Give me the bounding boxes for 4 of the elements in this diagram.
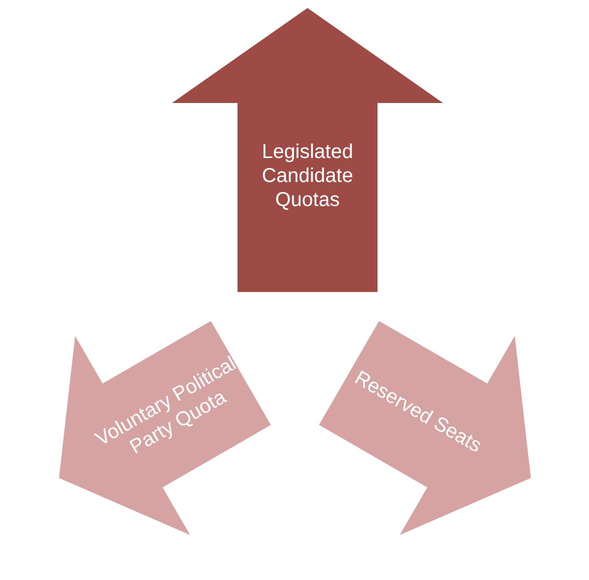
arrow-shape [172, 8, 443, 292]
arrow-shape [319, 320, 531, 535]
arrow-shape [59, 320, 271, 535]
arrow-label: Legislated Candidate Quotas [260, 140, 354, 212]
